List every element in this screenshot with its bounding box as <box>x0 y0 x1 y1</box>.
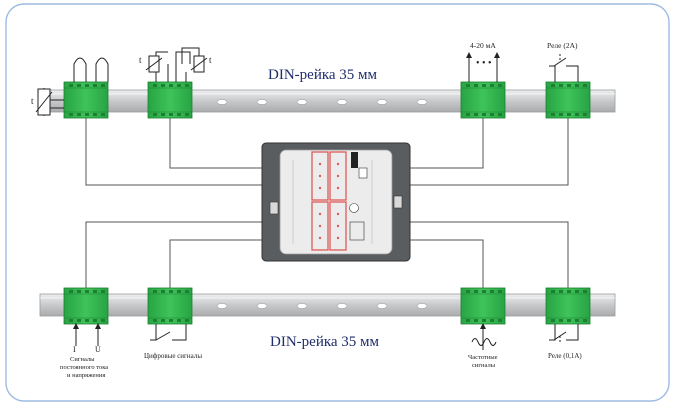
dc-signals-label-1: Сигналы <box>70 356 95 363</box>
bottom-module-3 <box>460 287 506 325</box>
controller-highlight <box>311 151 347 251</box>
bottom-module-2 <box>147 287 193 325</box>
dc-input-arrows-icon <box>73 323 101 346</box>
bottom-din-rail <box>39 293 616 317</box>
top-module-4 <box>545 81 591 119</box>
top-din-rail <box>39 89 616 113</box>
rtd-sensors-icon <box>145 47 208 82</box>
digital-signals-label: Цифровые сигналы <box>144 352 202 360</box>
relay-01a-icon <box>549 324 579 344</box>
freq-label-2: сигналы <box>472 362 496 369</box>
resistance-sensor-icon <box>35 88 64 116</box>
digital-switch-icon <box>150 324 187 341</box>
wiring <box>85 118 569 288</box>
top-module-2 <box>147 81 193 119</box>
t-label-1: t <box>31 96 34 106</box>
top-rail-label: DIN-рейка 35 мм <box>268 67 378 83</box>
dc-signals-label-3: и напряжения <box>67 372 105 379</box>
u-symbol: U <box>95 345 101 354</box>
relay-01a-label: Реле (0,1А) <box>548 352 582 360</box>
bottom-rail-label: DIN-рейка 35 мм <box>270 334 380 350</box>
thermocouple-icon <box>73 57 109 82</box>
ellipsis-dots: • • • <box>476 58 492 69</box>
top-module-1 <box>63 81 109 119</box>
relay-2a-icon <box>549 54 579 82</box>
freq-label-1: Частотные <box>468 354 498 361</box>
current-output-icon <box>466 52 500 82</box>
bottom-module-1 <box>63 287 109 325</box>
dc-signals-label-2: постоянного тока <box>60 364 108 371</box>
i-symbol: I <box>73 345 76 354</box>
current-output-label: 4-20 мА <box>470 41 496 50</box>
t-label-3: t <box>209 55 212 65</box>
top-module-3 <box>460 81 506 119</box>
t-label-2: t <box>139 55 142 65</box>
frequency-input-icon <box>471 323 497 350</box>
bottom-module-4 <box>545 287 591 325</box>
relay-2a-label: Реле (2А) <box>547 41 578 50</box>
controller-unit <box>261 142 411 262</box>
